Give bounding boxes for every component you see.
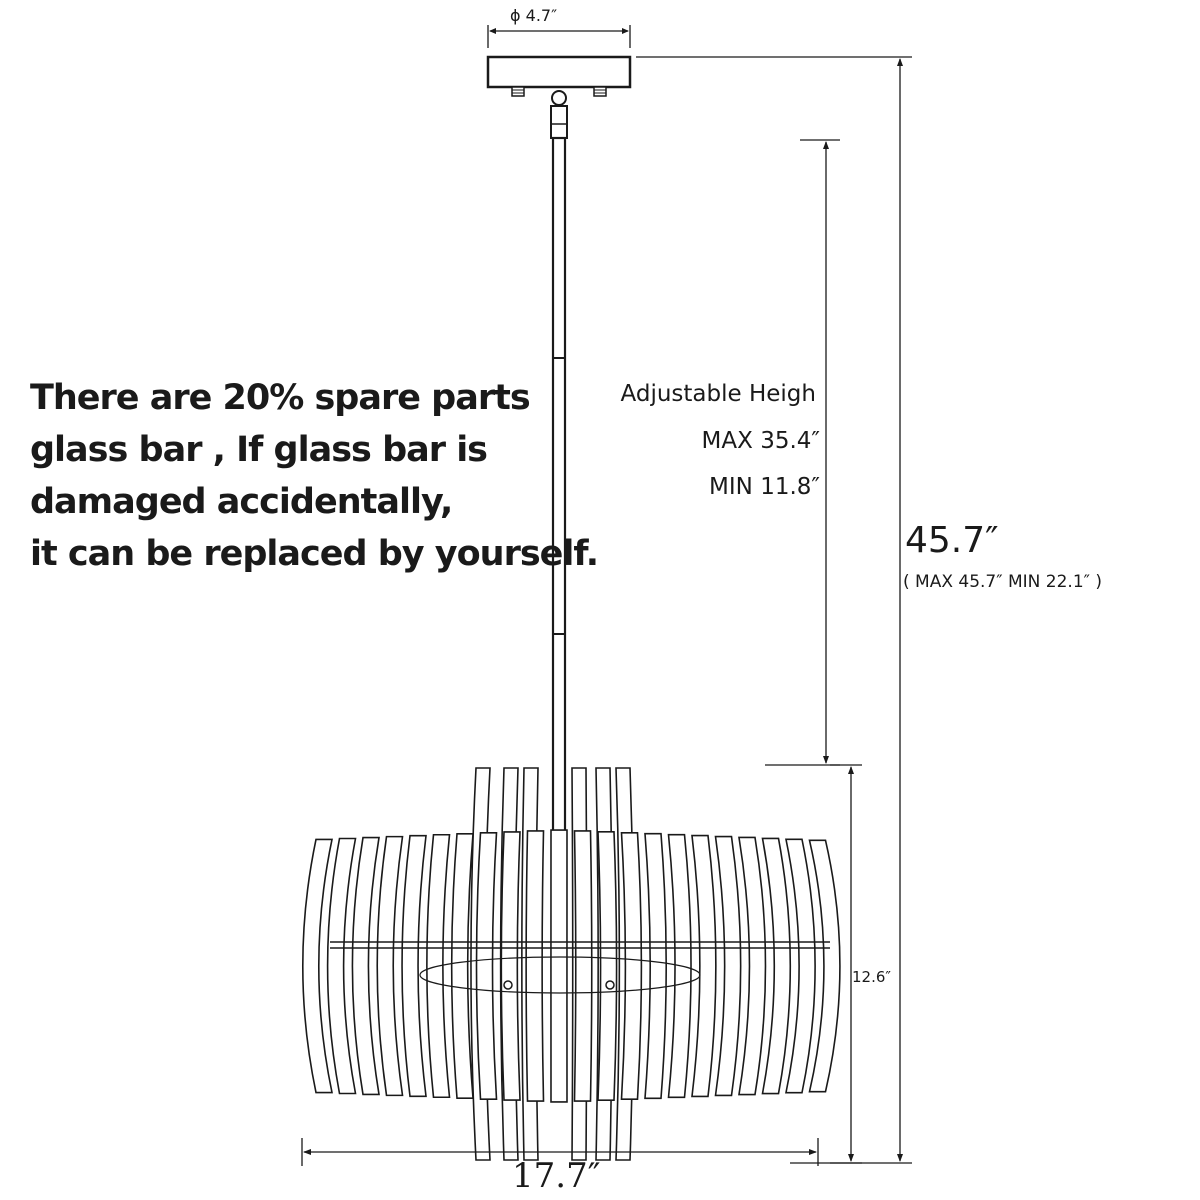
- note-line-2: glass bar , If glass bar is: [30, 430, 488, 470]
- canopy-diameter-dimension: [487, 25, 631, 48]
- glass-bar-19: [597, 831, 618, 1101]
- body-height-dimension: [830, 764, 862, 1164]
- canopy: [486, 55, 632, 139]
- glass-bar-23: [691, 834, 717, 1098]
- adjustable-height-dimension: [765, 139, 840, 766]
- width-dimension: [301, 1138, 819, 1166]
- chandelier-body: [302, 767, 841, 1161]
- canopy-diameter-label: ϕ 4.7″: [510, 6, 558, 25]
- note-line-3: damaged accidentally,: [30, 482, 453, 522]
- glass-bar-13: [450, 833, 474, 1099]
- glass-bar-15: [500, 831, 521, 1101]
- note-line-4: it can be replaced by yourself.: [30, 534, 599, 574]
- glass-bar-25: [738, 836, 767, 1096]
- glass-bars: [302, 767, 841, 1161]
- glass-bar-28: [808, 839, 841, 1093]
- glass-bar-14: [475, 832, 498, 1100]
- glass-bar-27: [785, 838, 816, 1094]
- total-height-label: 45.7″: [905, 520, 999, 561]
- glass-bar-20: [620, 831, 643, 1101]
- adjustable-height-max: MAX 35.4″: [701, 428, 820, 454]
- glass-bar-11: [401, 834, 427, 1098]
- width-label: 17.7″: [512, 1156, 601, 1196]
- glass-bar-16: [525, 830, 545, 1102]
- body-height-label: 12.6″: [852, 968, 892, 986]
- glass-bar-10: [376, 835, 404, 1097]
- glass-bar-18: [573, 830, 593, 1102]
- glass-bar-8: [326, 837, 357, 1095]
- glass-bar-7: [302, 838, 333, 1094]
- inner-frame: [330, 941, 830, 994]
- note-line-1: There are 20% spare parts: [30, 378, 531, 418]
- glass-bar-21: [644, 832, 667, 1100]
- glass-bar-17: [550, 829, 568, 1103]
- adjustable-height-title: Adjustable Heigh: [620, 381, 816, 407]
- glass-bar-9: [351, 836, 380, 1096]
- glass-bar-26: [761, 837, 792, 1095]
- spare-parts-note: There are 20% spare parts glass bar , If…: [30, 372, 630, 580]
- adjustable-height-min: MIN 11.8″: [709, 474, 820, 500]
- glass-bar-24: [714, 835, 742, 1097]
- total-height-range-label: ( MAX 45.7″ MIN 22.1″ ): [903, 572, 1103, 592]
